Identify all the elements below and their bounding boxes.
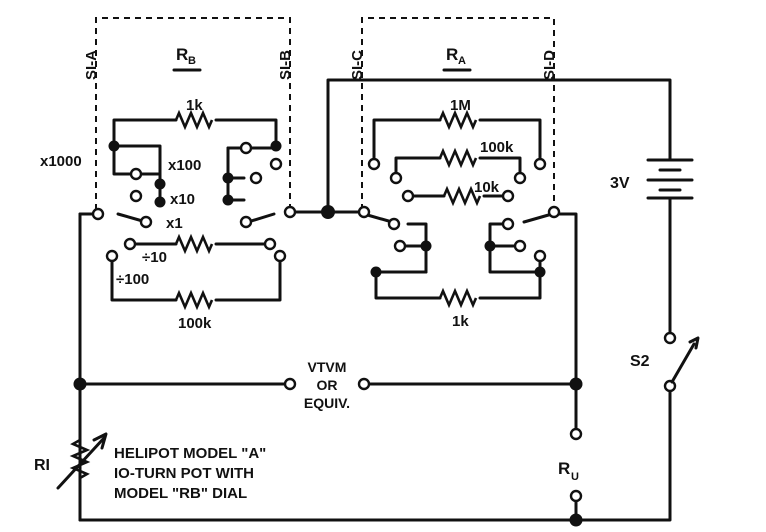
label-rb-div10: ÷10: [142, 249, 167, 266]
label-x1000: x1000: [40, 153, 82, 170]
label-s2: S2: [630, 353, 650, 370]
labels: SI-A SI-B SI-C SI-D R B R A 1k ÷10 ÷100 …: [34, 45, 650, 502]
ra-resistor-100k: [438, 147, 478, 169]
label-rb-100k: 100k: [178, 315, 212, 332]
label-vtvm-line3: EQUIV.: [304, 395, 350, 411]
ra-resistor-1m: [438, 109, 478, 131]
label-s1b: SI-B: [277, 50, 294, 80]
label-ru-sub: U: [571, 471, 579, 483]
label-rb-1k: 1k: [186, 97, 203, 114]
label-ri: RI: [34, 457, 50, 474]
label-s1d: SI-D: [541, 50, 558, 80]
switch-enclosure-ra: [361, 17, 555, 210]
label-ra-sub: A: [458, 55, 466, 67]
potentiometer-ri-symbol: [56, 418, 108, 490]
label-x100: x100: [168, 157, 201, 174]
label-battery: 3V: [610, 175, 630, 192]
label-ra-1m: 1M: [450, 97, 471, 114]
rb-resistor-100k: [174, 289, 214, 311]
label-ru: R: [558, 459, 570, 478]
label-pot-line1: HELIPOT MODEL "A": [114, 445, 266, 462]
label-rb-div100: ÷100: [116, 271, 149, 288]
rb-resistor-div10: [174, 233, 214, 255]
ra-terminals: [357, 157, 561, 278]
label-ra: R: [446, 45, 458, 64]
label-vtvm-line1: VTVM: [308, 359, 347, 375]
switch-s2-symbol: [663, 331, 700, 393]
label-s1a: SI-A: [83, 50, 100, 80]
label-x10: x10: [170, 191, 195, 208]
label-vtvm-line2: OR: [317, 377, 338, 393]
label-ra-100k: 100k: [480, 139, 514, 156]
ra-resistor-10k: [442, 185, 482, 207]
label-ra-1k: 1k: [452, 313, 469, 330]
ra-resistor-1k: [438, 287, 478, 309]
battery-symbol: [646, 158, 694, 200]
label-ra-10k: 10k: [474, 179, 500, 196]
label-x1: x1: [166, 215, 183, 232]
label-rb: R: [176, 45, 188, 64]
circuit-nodes: [73, 205, 583, 527]
switch-enclosure-rb: [95, 17, 291, 210]
rb-terminals: [91, 140, 297, 263]
rb-resistor-1k: [174, 109, 214, 131]
label-pot-line2: IO-TURN POT WITH: [114, 465, 254, 482]
label-pot-line3: MODEL "RB" DIAL: [114, 485, 247, 502]
main-wiring: [78, 78, 672, 522]
label-s1c: SI-C: [349, 50, 366, 80]
label-rb-sub: B: [188, 55, 196, 67]
ra-resistor-network: [362, 109, 554, 309]
